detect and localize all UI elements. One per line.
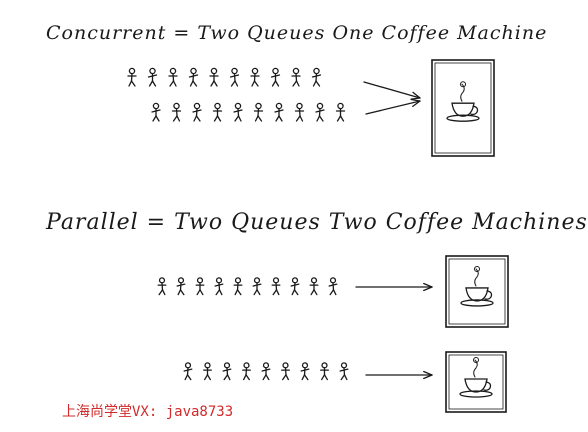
stick-figure-icon	[270, 67, 281, 87]
watermark-text: 上海尚学堂VX: java8733	[62, 404, 234, 420]
stick-figure-icon	[192, 102, 202, 122]
arrows-group	[355, 81, 433, 380]
stick-figure-icon	[311, 67, 322, 87]
stick-figure-icon	[195, 277, 205, 296]
stick-figure-icon	[203, 362, 212, 381]
stick-figure-icon	[261, 362, 271, 381]
stick-figure-icon	[168, 67, 178, 87]
stick-figure-icon	[320, 362, 329, 381]
stick-figure-icon	[339, 362, 349, 381]
queues-group	[127, 67, 349, 381]
stick-figure-icon	[335, 102, 346, 122]
arrow-icon	[355, 282, 433, 292]
stick-figure-icon	[233, 277, 243, 296]
stick-figure-icon	[242, 362, 251, 381]
stick-figure-icon	[171, 102, 182, 122]
parallel-coffee-machine-2	[445, 351, 507, 413]
machines-group	[431, 59, 509, 413]
concurrent-title: Concurrent = Two Queues One Coffee Machi…	[46, 22, 548, 44]
stick-figure-icon	[294, 102, 305, 122]
parallel-queue-1	[157, 277, 338, 296]
coffee-cup-icon	[459, 357, 493, 398]
stick-figure-icon	[274, 102, 284, 122]
stick-figure-icon	[291, 67, 301, 87]
stick-figure-icon	[183, 362, 193, 381]
concurrent-coffee-machine	[431, 59, 495, 157]
stick-figure-icon	[212, 102, 223, 122]
stick-figure-icon	[176, 277, 186, 296]
arrow-icon	[365, 370, 433, 380]
arrow-icon	[363, 81, 421, 100]
stick-figure-icon	[151, 102, 161, 122]
stick-figure-icon	[157, 277, 167, 296]
parallel-title: Parallel = Two Queues Two Coffee Machine…	[46, 210, 588, 235]
stick-figure-icon	[147, 67, 158, 87]
parallel-coffee-machine-1	[445, 255, 509, 328]
stick-figure-icon	[300, 362, 310, 381]
arrow-icon	[365, 98, 421, 115]
stick-figure-icon	[309, 277, 319, 296]
stick-figure-icon	[127, 67, 137, 87]
stick-figure-icon	[229, 67, 240, 87]
stick-figure-icon	[250, 67, 260, 87]
stick-figure-icon	[188, 67, 199, 87]
stick-figure-icon	[281, 362, 290, 381]
stick-figure-icon	[290, 277, 300, 296]
stick-figure-icon	[214, 277, 224, 296]
stick-figure-icon	[328, 277, 338, 296]
stick-figure-icon	[209, 67, 219, 87]
coffee-cup-icon	[460, 265, 494, 307]
parallel-queue-2	[183, 362, 349, 381]
concurrent-queue-1	[127, 67, 322, 87]
stick-figure-icon	[222, 362, 232, 381]
stick-figure-icon	[271, 277, 281, 296]
stick-figure-icon	[253, 102, 264, 122]
stick-figure-icon	[233, 102, 243, 122]
coffee-cup-icon	[446, 81, 480, 122]
stick-figure-icon	[252, 277, 262, 296]
concurrent-queue-2	[151, 102, 346, 122]
stick-figure-icon	[315, 102, 325, 122]
